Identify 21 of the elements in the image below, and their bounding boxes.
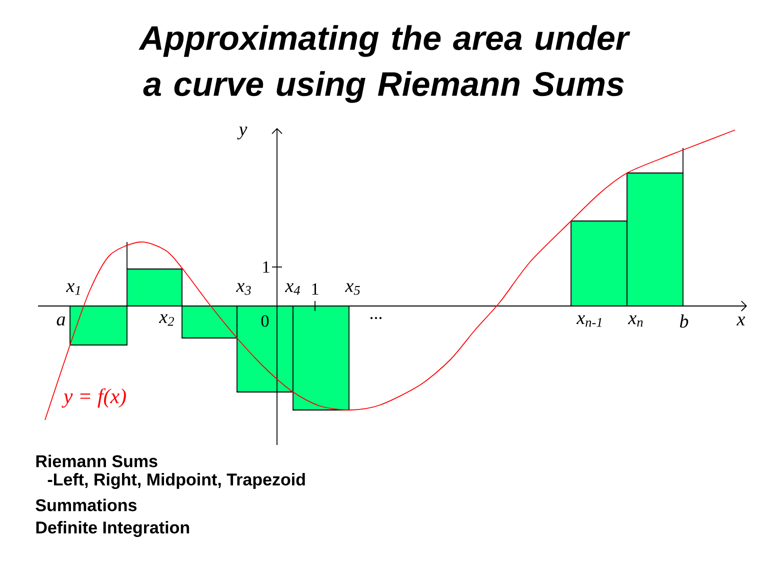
point-label: a	[56, 316, 66, 326]
axis-label: x	[736, 316, 746, 326]
axis-label: y	[237, 126, 248, 140]
text-line: Definite Integration	[36, 521, 190, 537]
text-line: -Left, Right, Midpoint, Trapezoid	[48, 473, 305, 489]
point-label: x$_{n}$	[628, 315, 643, 327]
text-line: Summations	[36, 498, 137, 512]
title: Approximating the area under a curve using Riemann Sums	[138, 25, 630, 103]
curve-label: y = f(x)	[62, 388, 126, 408]
ellipsis: ...	[370, 316, 382, 320]
point-label: x$_{1}$	[66, 283, 80, 295]
point-label: x$_{2}$	[158, 314, 174, 326]
text-line: Riemann Sums	[36, 454, 158, 468]
point-label: x$_{4}$	[284, 283, 300, 295]
tick-label: 1	[263, 261, 270, 273]
point-label: x$_{n-1}$	[576, 315, 602, 327]
point-label: x$_{3}$	[236, 283, 251, 295]
tick-label: 0	[261, 315, 269, 327]
point-label: b	[680, 314, 688, 328]
point-label: x$_{5}$	[344, 283, 360, 295]
tick-label: 1	[312, 283, 318, 295]
